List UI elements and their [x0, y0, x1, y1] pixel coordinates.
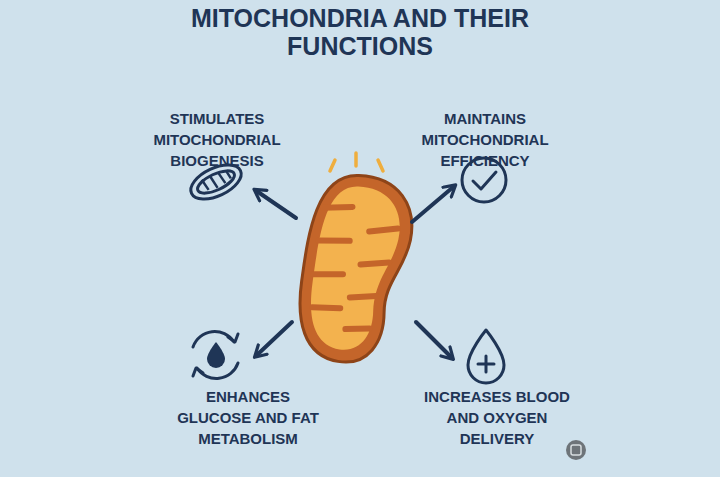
mitochondrion: [291, 169, 418, 369]
metabolism-icon: [193, 332, 238, 379]
function-label: INCREASES BLOOD AND OXYGEN DELIVERY: [422, 386, 572, 449]
arrows: [258, 188, 452, 356]
function-label: ENHANCES GLUCOSE AND FAT METABOLISM: [173, 386, 323, 449]
blood-drop-icon: [468, 330, 504, 383]
sparkle: [330, 153, 383, 171]
watermark-icon: [566, 440, 586, 460]
diagram-title: MITOCHONDRIA AND THEIR FUNCTIONS: [150, 4, 570, 60]
function-label: STIMULATES MITOCHONDRIAL BIOGENESIS: [142, 108, 292, 171]
function-label: MAINTAINS MITOCHONDRIAL EFFICIENCY: [410, 108, 560, 171]
